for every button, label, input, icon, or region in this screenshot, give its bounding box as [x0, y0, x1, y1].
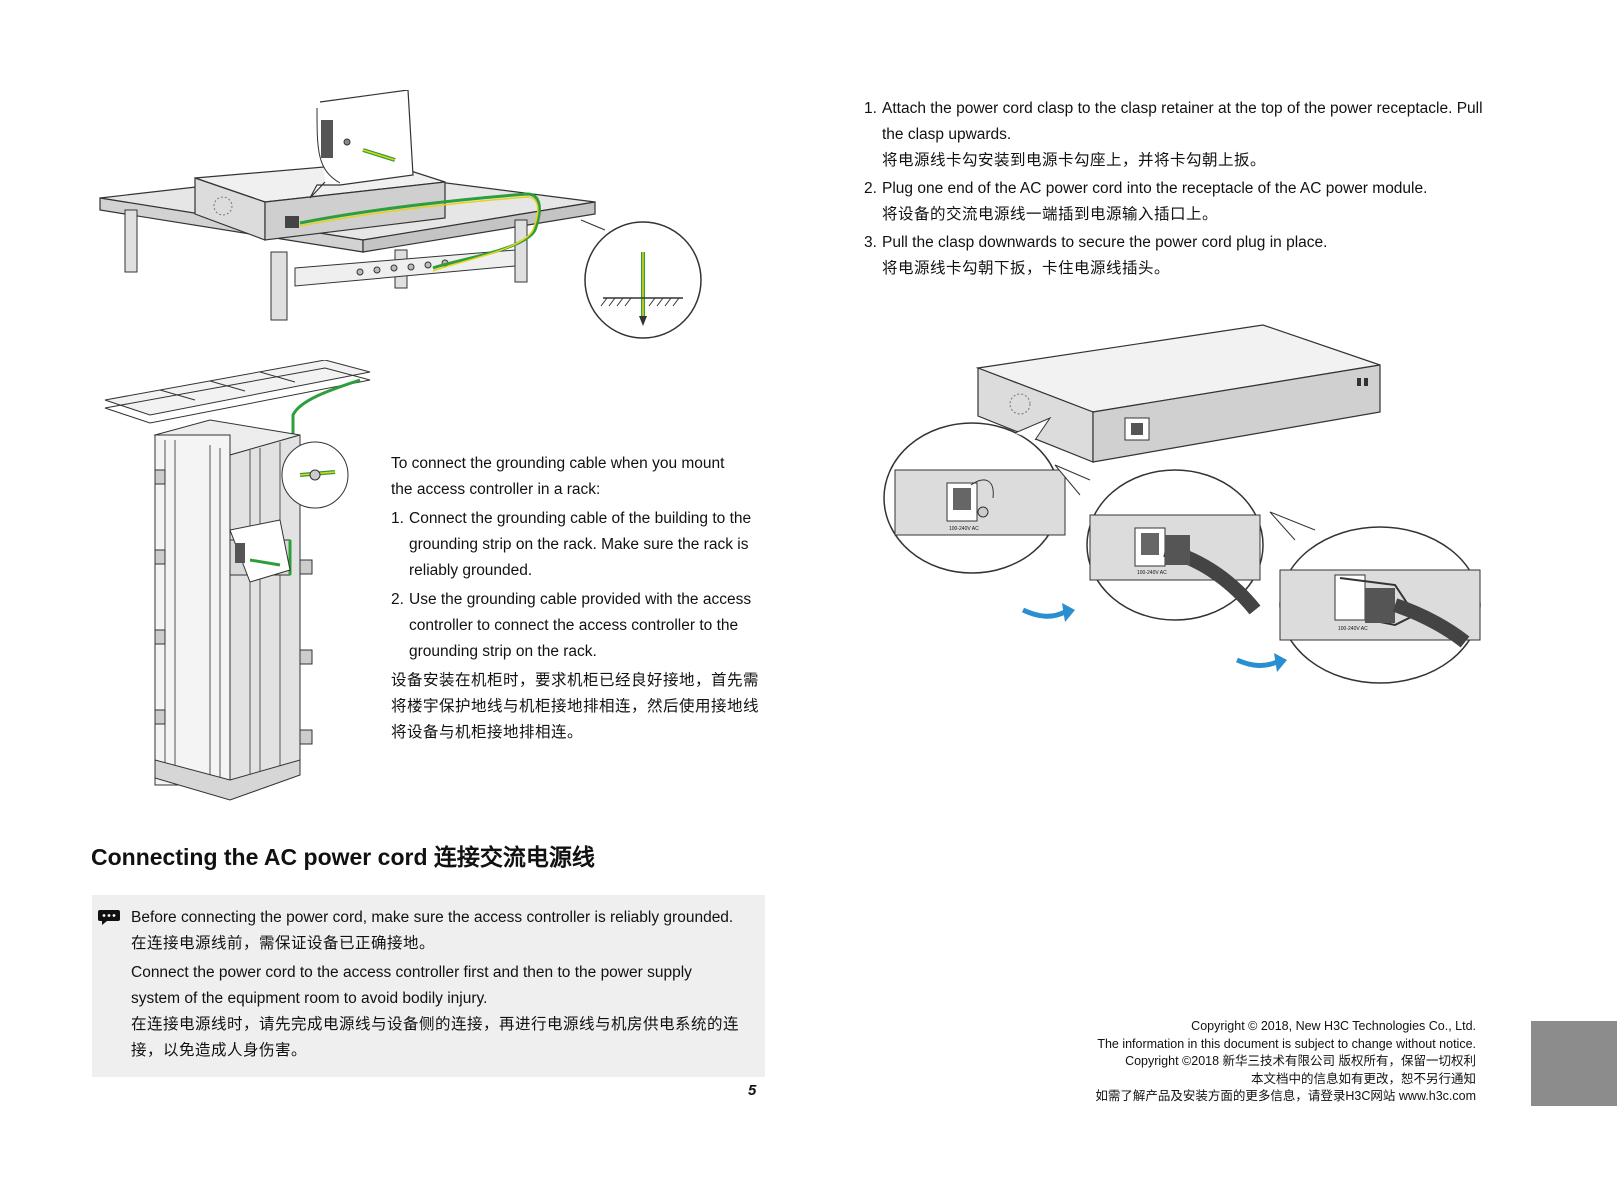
- rack-zh-line-3: 将设备与机柜接地排相连。: [391, 724, 584, 741]
- copyright-line-5: 如需了解产品及安装方面的更多信息，请登录H3C网站 www.h3c.com: [1095, 1089, 1476, 1103]
- power-step-2-number: 2.: [864, 180, 877, 197]
- receptacle-label-3: 100-240V AC: [1338, 626, 1368, 632]
- rack-step-1-line-1: Connect the grounding cable of the build…: [409, 510, 752, 527]
- power-step-1-line-2: the clasp upwards.: [882, 126, 1012, 143]
- power-cord-illustration: 100-240V AC 100-240V AC 100-240V AC: [883, 324, 1481, 684]
- note-box: [92, 895, 765, 1077]
- rack-step-2-line-2: controller to connect the access control…: [409, 617, 739, 634]
- rack-intro-line-1: To connect the grounding cable when you …: [391, 455, 725, 472]
- note-line-3: Connect the power cord to the access con…: [131, 964, 692, 981]
- rack-step-2-line-3: grounding strip on the rack.: [409, 643, 597, 660]
- note-speech-icon: [98, 910, 120, 925]
- section-title: Connecting the AC power cord 连接交流电源线: [91, 844, 595, 870]
- note-line-5: 在连接电源线时，请先完成电源线与设备侧的连接，再进行电源线与机房供电系统的连: [131, 1016, 740, 1033]
- power-step-2: 2. Plug one end of the AC power cord int…: [864, 176, 1514, 228]
- power-step-1-number: 1.: [864, 100, 877, 117]
- copyright-line-4: 本文档中的信息如有更改，恕不另行通知: [1250, 1071, 1476, 1086]
- power-step-3-line-1: Pull the clasp downwards to secure the p…: [882, 234, 1328, 251]
- rack-grounding-text: To connect the grounding cable when you …: [391, 451, 771, 746]
- note-line-6: 接，以免造成人身伤害。: [131, 1042, 308, 1059]
- power-step-3-zh: 将电源线卡勾朝下扳，卡住电源线插头。: [882, 260, 1171, 277]
- copyright-line-2: The information in this document is subj…: [1097, 1036, 1476, 1051]
- power-step-1: 1. Attach the power cord clasp to the cl…: [864, 96, 1514, 174]
- arrow-icon-2: [1235, 657, 1278, 668]
- rack-zh-line-2: 将楼宇保护地线与机柜接地排相连，然后使用接地线: [391, 698, 760, 715]
- power-steps-text: 1. Attach the power cord clasp to the cl…: [864, 96, 1514, 282]
- power-steps-list: 1. Attach the power cord clasp to the cl…: [864, 96, 1514, 282]
- rack-step-1: 1. Connect the grounding cable of the bu…: [391, 506, 771, 584]
- rack-step-1-number: 1.: [391, 510, 404, 527]
- power-step-2-zh: 将设备的交流电源线一端插到电源输入插口上。: [882, 206, 1219, 223]
- copyright-block: Copyright © 2018, New H3C Technologies C…: [1095, 1018, 1476, 1106]
- power-step-3-number: 3.: [864, 234, 877, 251]
- rack-steps-list: 1. Connect the grounding cable of the bu…: [391, 506, 771, 665]
- rack-step-2: 2. Use the grounding cable provided with…: [391, 587, 771, 665]
- note-line-2: 在连接电源线前，需保证设备已正确接地。: [131, 935, 436, 952]
- note-text: Before connecting the power cord, make s…: [131, 905, 761, 1064]
- copyright-line-1: Copyright © 2018, New H3C Technologies C…: [1191, 1019, 1476, 1033]
- note-line-1: Before connecting the power cord, make s…: [131, 909, 734, 926]
- note-line-4: system of the equipment room to avoid bo…: [131, 990, 488, 1007]
- receptacle-label-1: 100-240V AC: [949, 526, 979, 532]
- power-step-2-line-1: Plug one end of the AC power cord into t…: [882, 180, 1428, 197]
- page-number: 5: [748, 1082, 757, 1099]
- rack-step-1-line-2: grounding strip on the rack. Make sure t…: [409, 536, 749, 553]
- rack-step-2-line-1: Use the grounding cable provided with th…: [409, 591, 752, 608]
- side-tab: [1531, 1021, 1617, 1106]
- rack-step-1-line-3: reliably grounded.: [409, 562, 533, 579]
- workbench-grounding-illustration: [99, 90, 702, 339]
- rack-grounding-illustration: [104, 360, 371, 801]
- copyright-line-3: Copyright ©2018 新华三技术有限公司 版权所有，保留一切权利: [1125, 1054, 1476, 1068]
- rack-zh-line-1: 设备安装在机柜时，要求机柜已经良好接地，首先需: [391, 672, 760, 689]
- receptacle-label-2: 100-240V AC: [1137, 570, 1167, 576]
- power-step-1-line-1: Attach the power cord clasp to the clasp…: [882, 100, 1483, 117]
- rack-step-2-number: 2.: [391, 591, 404, 608]
- power-step-1-zh: 将电源线卡勾安装到电源卡勾座上，并将卡勾朝上扳。: [882, 152, 1267, 169]
- arrow-icon-1: [1021, 607, 1067, 619]
- rack-intro-line-2: the access controller in a rack:: [391, 481, 601, 498]
- power-step-3: 3. Pull the clasp downwards to secure th…: [864, 230, 1514, 282]
